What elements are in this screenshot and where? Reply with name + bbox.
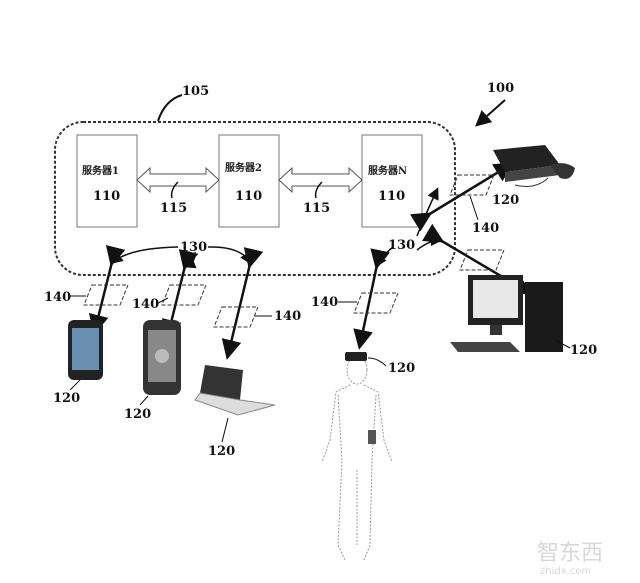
link-label-1: 115 [160,201,187,216]
network-label: 140 [132,297,159,312]
client-label-vr: 120 [388,361,415,376]
smartphone-device [68,320,103,380]
connection-label-right: 130 [388,238,415,253]
server-n-name: 服务器N [368,164,407,177]
server-link-arrow [136,166,220,194]
desktop-pc-device [450,275,563,352]
server-n-ref: 110 [378,189,405,204]
network-icon [161,284,207,306]
connection-label-left: 130 [180,240,207,255]
server-link-arrow [278,166,363,194]
network-label: 140 [44,290,71,305]
laptop-device [194,365,276,416]
client-label-laptop: 120 [208,444,235,459]
cluster-label: 105 [182,84,209,99]
client-label-phone: 120 [53,391,80,406]
server-1-name: 服务器1 [82,164,119,177]
server-1: 服务器1 110 [76,134,138,228]
server-2: 服务器2 110 [218,134,280,228]
server-1-ref: 110 [93,189,120,204]
server-2-name: 服务器2 [225,161,262,174]
system-label: 100 [487,81,514,96]
network-icon [353,292,399,314]
server-2-ref: 110 [235,189,262,204]
wearable-device [368,430,376,444]
game-console-device [493,145,575,187]
network-icon [213,306,259,328]
network-icon [459,249,505,271]
client-label-pc: 120 [570,343,597,358]
network-label: 140 [311,295,338,310]
link-label-2: 115 [303,201,330,216]
android-phone-device [143,320,181,395]
watermark: 智东西 zhidx.com [537,541,603,577]
network-label: 140 [274,309,301,324]
network-icon [83,284,129,306]
client-label-android: 120 [124,407,151,422]
client-label-console: 120 [492,193,519,208]
server-n: 服务器N 110 [361,134,423,228]
watermark-site: zhidx.com [540,566,591,577]
vr-headset [345,352,367,361]
network-icon [449,174,495,196]
vr-user-figure [321,355,393,561]
watermark-logo: 智东西 [537,541,603,566]
network-label: 140 [472,221,499,236]
